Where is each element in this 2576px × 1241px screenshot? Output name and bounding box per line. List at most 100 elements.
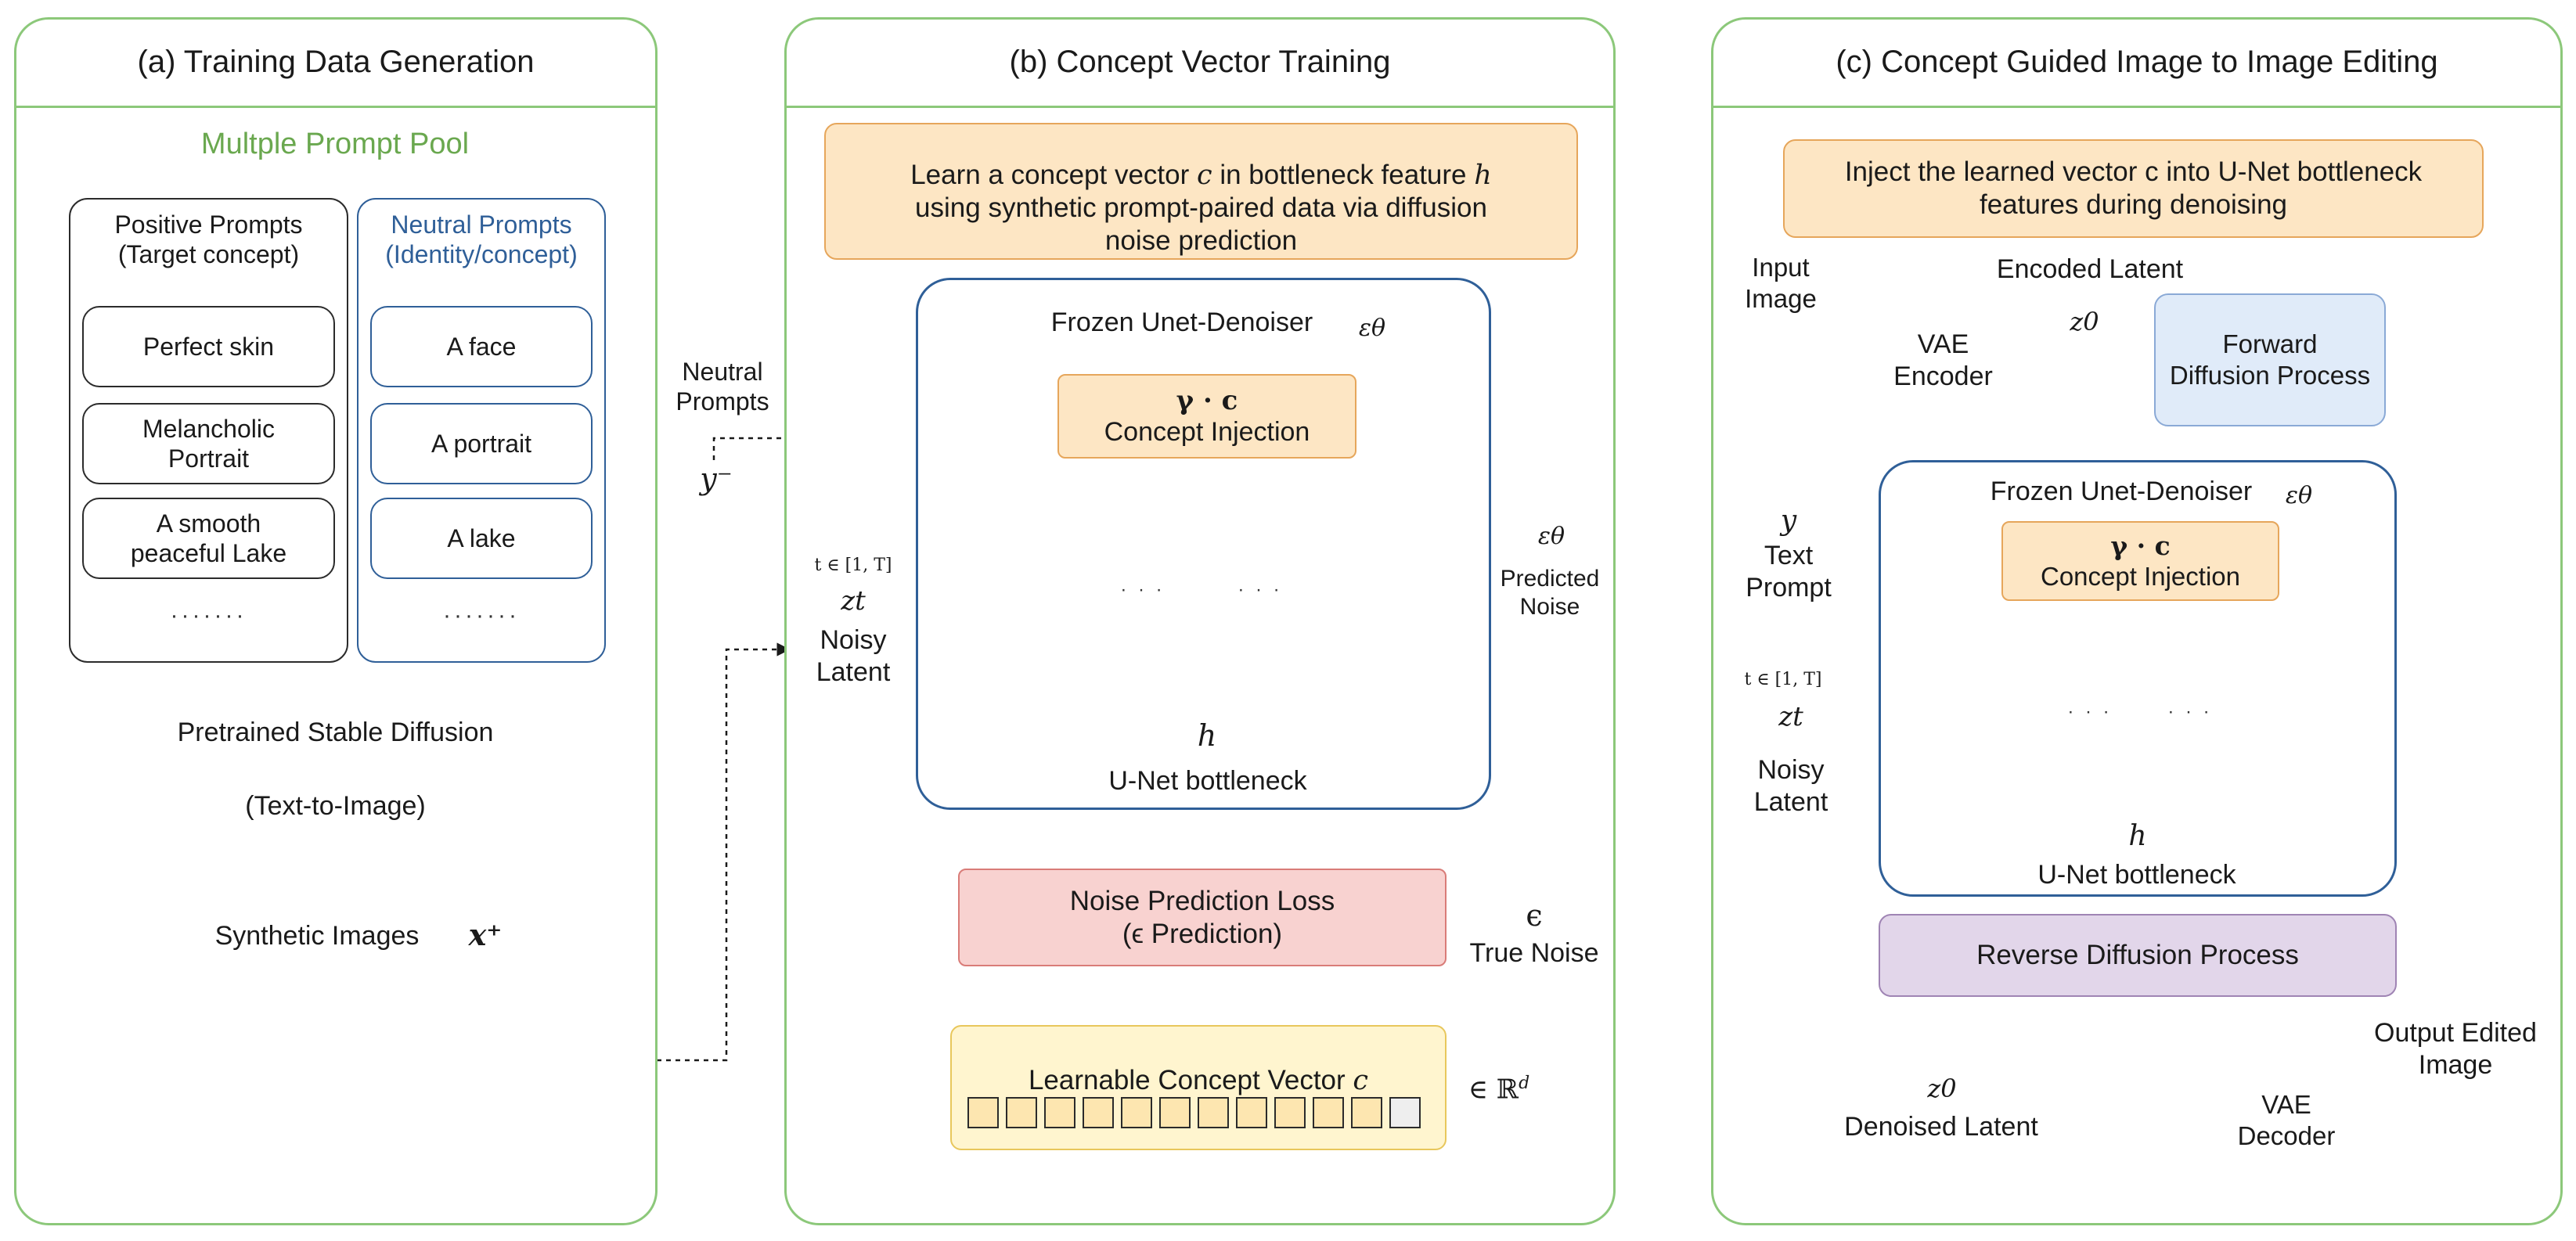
training-goal-box: Learn a concept vector c in bottleneck f… <box>824 123 1578 260</box>
neutral-prompts-box <box>357 198 606 663</box>
neutral-prompts-more: ······· <box>443 603 520 628</box>
positive-prompts-header: Positive Prompts (Target concept) <box>114 210 303 269</box>
neutral-prompts-input-label: Neutral Prompts <box>676 358 769 416</box>
vector-cell <box>1159 1097 1191 1128</box>
concept-injection-box-b: γ · c Concept Injection <box>1057 374 1356 459</box>
t-range-b: t ∈ [1, T] <box>814 556 892 575</box>
positive-prompt-item: Perfect skin <box>82 306 335 387</box>
noisy-latent-label-b: Noisy Latent <box>816 625 891 687</box>
injection-label-b: Concept Injection <box>1104 416 1310 447</box>
arrow-images-to-noisy-latent <box>591 642 791 1062</box>
stable-diffusion-sublabel: (Text-to-Image) <box>245 791 426 821</box>
bottleneck-label-b: U-Net bottleneck <box>1108 766 1307 796</box>
vector-cell <box>1313 1097 1344 1128</box>
z0-denoised: z0 <box>1927 1074 1957 1103</box>
injection-formula-c: γ · c <box>2110 530 2171 561</box>
vector-cell <box>1351 1097 1382 1128</box>
injection-formula-b: γ · c <box>1176 384 1238 416</box>
learnable-vector-label: Learnable Concept Vector c <box>950 1031 1447 1097</box>
dimension-label: ∈ ℝd <box>1456 1074 1542 1105</box>
synthetic-images-label: Synthetic Images <box>214 921 420 951</box>
positive-prompt-item: Melancholic Portrait <box>82 403 335 484</box>
goal-h: h <box>1474 159 1492 191</box>
positive-prompts-box <box>69 198 348 663</box>
ellipsis-left-b: · · · <box>1120 579 1166 600</box>
y-symbol: y <box>1780 505 1797 537</box>
dim-sup: d <box>1519 1074 1530 1093</box>
learnable-concept-vector-box <box>950 1025 1447 1150</box>
predicted-eps-symbol: εθ <box>1537 523 1565 550</box>
prompt-pool-title: Multple Prompt Pool <box>200 128 470 160</box>
vector-cell <box>1236 1097 1267 1128</box>
y-minus-symbol: y⁻ <box>700 462 733 496</box>
noise-prediction-loss-box: Noise Prediction Loss (ϵ Prediction) <box>958 869 1447 966</box>
denoised-latent-label: Denoised Latent <box>1844 1112 2038 1142</box>
goal-c: c <box>1196 159 1212 191</box>
eps-theta-c: εθ <box>2285 482 2313 509</box>
h-symbol-c: h <box>2128 820 2147 852</box>
frozen-unet-label-b: Frozen Unet-Denoiser <box>1050 308 1313 337</box>
output-image-label: Output Edited Image <box>2374 1018 2537 1080</box>
ellipsis-right-c: · · · <box>2167 701 2213 722</box>
neutral-prompt-item: A lake <box>370 498 593 579</box>
learnable-vector-c: c <box>1353 1065 1369 1096</box>
text-prompt-label: Text Prompt <box>1746 541 1832 603</box>
arrow-neutral-prompts-to-unet <box>712 431 916 460</box>
forward-diffusion-box: Forward Diffusion Process <box>2154 293 2386 426</box>
panel-b-title: (b) Concept Vector Training <box>784 17 1616 108</box>
z0-encoded: z0 <box>2070 307 2099 336</box>
inject-vector-box: Inject the learned vector c into U-Net b… <box>1783 139 2484 238</box>
reverse-diffusion-box: Reverse Diffusion Process <box>1879 914 2397 997</box>
reverse-diffusion-label: Reverse Diffusion Process <box>1976 940 2299 970</box>
h-symbol-b: h <box>1197 718 1217 753</box>
neutral-prompt-item: A face <box>370 306 593 387</box>
goal-line2: using synthetic prompt-paired data via d… <box>915 192 1487 223</box>
goal-line3: noise prediction <box>1104 225 1298 256</box>
loss-sublabel: (ϵ Prediction) <box>1122 918 1283 949</box>
forward-diffusion-label: Forward Diffusion Process <box>2169 329 2371 390</box>
eps-theta-b: εθ <box>1358 315 1386 342</box>
vector-cell <box>967 1097 999 1128</box>
vector-cell <box>1389 1097 1421 1128</box>
dim-text: ∈ ℝ <box>1468 1074 1519 1106</box>
vector-cell <box>1274 1097 1306 1128</box>
vector-cell <box>1198 1097 1229 1128</box>
frozen-unet-denoiser-b <box>916 278 1491 810</box>
concept-vector-cells <box>967 1097 1429 1131</box>
noisy-latent-label-c: Noisy Latent <box>1753 755 1828 817</box>
vector-cell <box>1006 1097 1037 1128</box>
goal-text: Learn a concept vector <box>910 159 1197 190</box>
positive-prompt-item: A smooth peaceful Lake <box>82 498 335 579</box>
vector-cell <box>1121 1097 1152 1128</box>
panel-c-title: (c) Concept Guided Image to Image Editin… <box>1711 17 2563 108</box>
loss-label: Noise Prediction Loss <box>1069 885 1335 916</box>
stable-diffusion-label: Pretrained Stable Diffusion <box>177 718 494 747</box>
input-image-label: Input Image <box>1745 253 1817 313</box>
panel-training-data-generation <box>14 17 658 1225</box>
zt-b: zt <box>841 585 866 617</box>
vae-encoder-label: VAE Encoder <box>1893 329 1993 391</box>
t-range-c: t ∈ [1, T] <box>1744 670 1822 689</box>
true-noise-eps: ϵ <box>1526 898 1543 933</box>
encoded-latent-label: Encoded Latent <box>1996 254 2184 284</box>
vae-decoder-label: VAE Decoder <box>2237 1090 2336 1150</box>
frozen-unet-label-c: Frozen Unet-Denoiser <box>1990 477 2253 506</box>
neutral-prompts-header: Neutral Prompts (Identity/concept) <box>385 210 578 269</box>
predicted-noise-label: Predicted Noise <box>1500 566 1600 620</box>
ellipsis-right-b: · · · <box>1238 579 1283 600</box>
inject-line1: Inject the learned vector c into U-Net b… <box>1844 156 2423 187</box>
inject-line2: features during denoising <box>1979 189 2288 220</box>
ellipsis-left-c: · · · <box>2067 701 2113 722</box>
panel-a-title: (a) Training Data Generation <box>14 17 658 108</box>
vector-cell <box>1044 1097 1075 1128</box>
synthetic-images-symbol: x⁺ <box>468 917 503 952</box>
injection-label-c: Concept Injection <box>2041 561 2240 591</box>
goal-text: in bottleneck feature <box>1212 159 1475 190</box>
concept-injection-box-c: γ · c Concept Injection <box>2001 521 2279 601</box>
zt-c: zt <box>1778 701 1803 732</box>
positive-prompts-more: ······· <box>170 603 247 628</box>
learnable-vector-text: Learnable Concept Vector <box>1028 1065 1346 1095</box>
bottleneck-label-c: U-Net bottleneck <box>2037 860 2236 890</box>
neutral-prompt-item: A portrait <box>370 403 593 484</box>
vector-cell <box>1083 1097 1114 1128</box>
